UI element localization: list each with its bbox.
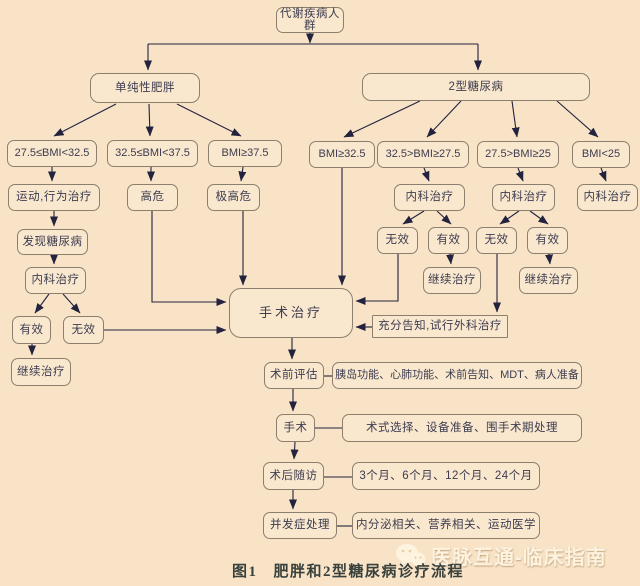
node-medical-treatment-2: 内科治疗 [492, 184, 555, 211]
node-exercise-behavior-therapy: 运动,行为治疗 [8, 184, 100, 211]
node-bmi-lt-25: BMI<25 [572, 141, 630, 168]
node-ineffective-2: 无效 [476, 227, 517, 254]
node-bmi-32-27: 32.5>BMI≥27.5 [377, 141, 469, 168]
node-surgery: 手术 [276, 414, 315, 442]
wechat-icon [396, 543, 426, 568]
figure-number: 图1 [232, 564, 258, 580]
node-simple-obesity: 单纯性肥胖 [90, 73, 200, 103]
node-preop-evaluation: 术前评估 [264, 362, 324, 389]
node-medical-treatment-left: 内科治疗 [25, 267, 86, 294]
node-informed-trial-surgery: 充分告知,试行外科治疗 [372, 315, 508, 338]
node-ineffective-left: 无效 [63, 316, 104, 344]
node-metabolic-population: 代谢疾病人群 [276, 7, 344, 33]
node-medical-treatment-3: 内科治疗 [577, 184, 638, 211]
node-followup-schedule: 3个月、6个月、12个月、24个月 [352, 462, 540, 490]
node-ineffective-1: 无效 [377, 227, 418, 254]
node-complication-detail: 内分泌相关、营养相关、运动医学 [352, 512, 540, 539]
node-effective-left: 有效 [12, 316, 51, 344]
node-bmi-32-37: 32.5≤BMI<37.5 [107, 140, 198, 167]
node-preop-evaluation-detail: 胰岛功能、心肺功能、术前告知、MDT、病人准备 [332, 362, 582, 389]
node-bmi-27-25: 27.5>BMI≥25 [477, 141, 559, 168]
node-continue-treatment-2: 继续治疗 [519, 267, 578, 294]
watermark: 医脉互通-临床指南 [394, 541, 607, 570]
node-very-high-risk: 极高危 [207, 184, 260, 211]
node-bmi-ge-37: BMI≥37.5 [208, 140, 282, 167]
node-continue-treatment-1: 继续治疗 [423, 267, 481, 294]
node-high-risk: 高危 [127, 184, 178, 211]
node-complication-management: 并发症处理 [263, 512, 337, 539]
watermark-text: 医脉互通-临床指南 [431, 547, 607, 569]
node-bmi-27-32: 27.5≤BMI<32.5 [7, 140, 97, 167]
node-surgery-detail: 术式选择、设备准备、围手术期处理 [342, 414, 582, 442]
node-diabetes-found: 发现糖尿病 [17, 229, 88, 255]
node-type2-diabetes: 2型糖尿病 [362, 73, 590, 101]
figure-caption: 图1 肥胖和2型糖尿病诊疗流程 [232, 560, 464, 581]
node-effective-1: 有效 [428, 227, 469, 254]
node-surgical-treatment: 手术治疗 [229, 288, 353, 338]
node-bmi-ge-32: BMI≥32.5 [309, 141, 375, 168]
node-medical-treatment-1: 内科治疗 [394, 184, 465, 211]
node-continue-treatment-left: 继续治疗 [11, 358, 71, 386]
node-effective-2: 有效 [527, 227, 568, 254]
node-postop-followup: 术后随访 [263, 462, 324, 490]
figure-title: 肥胖和2型糖尿病诊疗流程 [273, 564, 465, 580]
